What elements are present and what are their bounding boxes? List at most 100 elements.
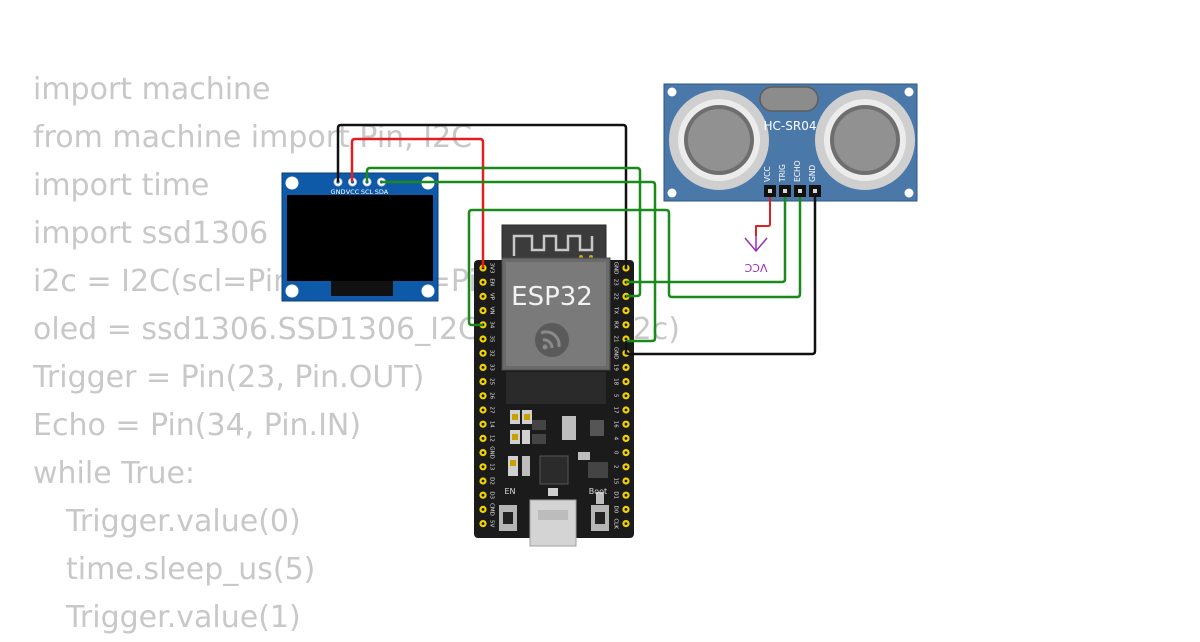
- sensor-pin-label: TRIG: [778, 164, 787, 183]
- esp32-pin-left-12[interactable]: 12: [479, 434, 495, 442]
- sensor-label: HC-SR04: [764, 119, 817, 133]
- esp32-pin-right-5[interactable]: 5: [613, 392, 630, 400]
- esp32-pin-left-5v[interactable]: 5V: [479, 520, 495, 527]
- sensor-pin-vcc[interactable]: VCC: [763, 166, 776, 197]
- oled-pin-label: SCL: [361, 188, 374, 196]
- ultrasonic-sensor[interactable]: HC-SR04 VCC TRIG ECHO GND: [663, 83, 918, 202]
- code-line: import machine: [33, 72, 271, 107]
- esp32-pin-label: 18: [613, 378, 619, 385]
- oled-ribbon: [331, 281, 393, 296]
- esp32-pin-label: 26: [489, 392, 495, 399]
- esp32-pin-left-cmd[interactable]: CMD: [479, 503, 495, 516]
- esp32-pin-right-2[interactable]: 2: [613, 463, 630, 471]
- esp32-pin-right-0[interactable]: 0: [613, 449, 630, 457]
- code-line: time.sleep_us(5): [66, 552, 316, 587]
- esp32-pin-label: CLK: [613, 518, 619, 529]
- esp32-pin-label: RX: [613, 321, 619, 329]
- esp32-pin-label: VP: [489, 293, 495, 301]
- espressif-logo-icon: [535, 323, 569, 357]
- esp32-pin-left-vp[interactable]: VP: [479, 292, 495, 301]
- esp32-pin-left-gnd[interactable]: GND: [479, 446, 495, 459]
- esp32-pin-right-15[interactable]: 15: [613, 477, 630, 485]
- esp32-pin-label: 22: [613, 293, 619, 300]
- esp32-pin-label: 25: [489, 378, 495, 385]
- esp32-pin-label: 33: [489, 364, 495, 371]
- esp32-pin-label: GND: [489, 446, 495, 459]
- esp32-pin-right-4[interactable]: 4: [613, 434, 630, 442]
- esp32-pin-left-d3[interactable]: D3: [479, 491, 495, 500]
- esp32-pin-label: D1: [613, 491, 619, 499]
- esp32-pin-label: GND: [613, 347, 619, 360]
- code-line: Echo = Pin(34, Pin.IN): [33, 408, 362, 443]
- esp32-pin-right-tx[interactable]: TX: [613, 306, 630, 314]
- wire-gnd-oled: [336, 123, 628, 268]
- smd-components: [508, 410, 608, 504]
- esp32-pin-right-rx[interactable]: RX: [613, 321, 630, 329]
- esp32-board[interactable]: ESP32: [474, 224, 634, 547]
- crystal-oscillator: [759, 86, 819, 112]
- sensor-pin-label: VCC: [763, 166, 772, 182]
- esp32-pin-left-32[interactable]: 32: [479, 349, 495, 357]
- oled-pin-label: GND: [331, 188, 346, 196]
- sensor-pin-label: GND: [808, 165, 817, 182]
- esp32-pin-left-d2[interactable]: D2: [479, 477, 495, 485]
- esp32-pin-label: EN: [489, 278, 495, 286]
- code-line: Trigger.value(0): [66, 504, 301, 539]
- esp32-pin-label: 35: [489, 336, 495, 343]
- boot-button[interactable]: [591, 505, 609, 531]
- sensor-pin-trig[interactable]: TRIG: [778, 164, 791, 197]
- esp32-pin-label: 17: [613, 407, 619, 414]
- module-castellations: [506, 372, 606, 404]
- esp32-pin-left-13[interactable]: 13: [479, 463, 495, 471]
- oled-pin-label: VCC: [346, 188, 360, 196]
- esp32-pin-label: 34: [489, 321, 495, 328]
- esp32-pin-label: 19: [613, 364, 619, 371]
- esp32-pin-left-26[interactable]: 26: [479, 392, 495, 400]
- esp32-pin-label: 15: [613, 478, 619, 485]
- esp32-pin-label: 13: [489, 463, 495, 470]
- esp32-pin-label: D3: [489, 491, 495, 499]
- esp32-pin-label: 5V: [489, 520, 495, 527]
- esp32-pin-label: 21: [613, 336, 619, 343]
- esp32-pin-left-35[interactable]: 35: [479, 335, 495, 343]
- code-line: while True:: [33, 456, 196, 491]
- sensor-pin-echo[interactable]: ECHO: [793, 160, 806, 197]
- wifi-antenna: [501, 224, 607, 264]
- esp32-pin-left-27[interactable]: 27: [479, 406, 495, 414]
- wires: [336, 123, 817, 356]
- code-line: from machine import Pin, I2C: [33, 120, 473, 155]
- esp32-pin-left-en[interactable]: EN: [479, 278, 495, 286]
- esp32-pin-right-d1[interactable]: D1: [613, 491, 630, 499]
- esp32-pin-label: GND: [613, 262, 619, 275]
- oled-pin-label: SDA: [375, 188, 389, 196]
- esp32-pin-label: VN: [489, 307, 495, 315]
- en-button[interactable]: [499, 505, 517, 531]
- wire-sda: [381, 180, 657, 343]
- esp32-pin-right-19[interactable]: 19: [613, 363, 630, 372]
- esp32-pin-right-17[interactable]: 17: [613, 406, 630, 414]
- esp32-pin-label: 23: [613, 279, 619, 286]
- sensor-pin-gnd[interactable]: GND: [808, 165, 821, 197]
- usb-port[interactable]: [529, 499, 577, 547]
- esp32-pin-left-33[interactable]: 33: [479, 363, 495, 372]
- wire-trig: [626, 197, 787, 284]
- esp32-pin-right-16[interactable]: 16: [613, 420, 630, 429]
- esp32-pin-right-18[interactable]: 18: [613, 378, 630, 386]
- esp32-pin-left-vn[interactable]: VN: [479, 307, 495, 315]
- esp32-pin-label: 32: [489, 350, 495, 357]
- esp32-pin-right-clk[interactable]: CLK: [613, 518, 630, 529]
- esp32-pin-left-25[interactable]: 25: [479, 378, 495, 386]
- oled-screen: [287, 195, 433, 281]
- wire-vcc-oled: [350, 137, 485, 268]
- en-label: EN: [504, 487, 515, 496]
- sensor-pin-label: ECHO: [793, 160, 802, 182]
- esp32-pin-label: TX: [613, 306, 619, 314]
- esp32-pin-left-14[interactable]: 14: [479, 420, 495, 429]
- code-line: import time: [33, 168, 210, 203]
- boot-label: Boot: [589, 487, 607, 496]
- esp32-pin-label: 0: [613, 451, 619, 455]
- esp32-pin-right-d0[interactable]: D0: [613, 506, 630, 514]
- esp32-pin-label: 3V3: [489, 263, 495, 274]
